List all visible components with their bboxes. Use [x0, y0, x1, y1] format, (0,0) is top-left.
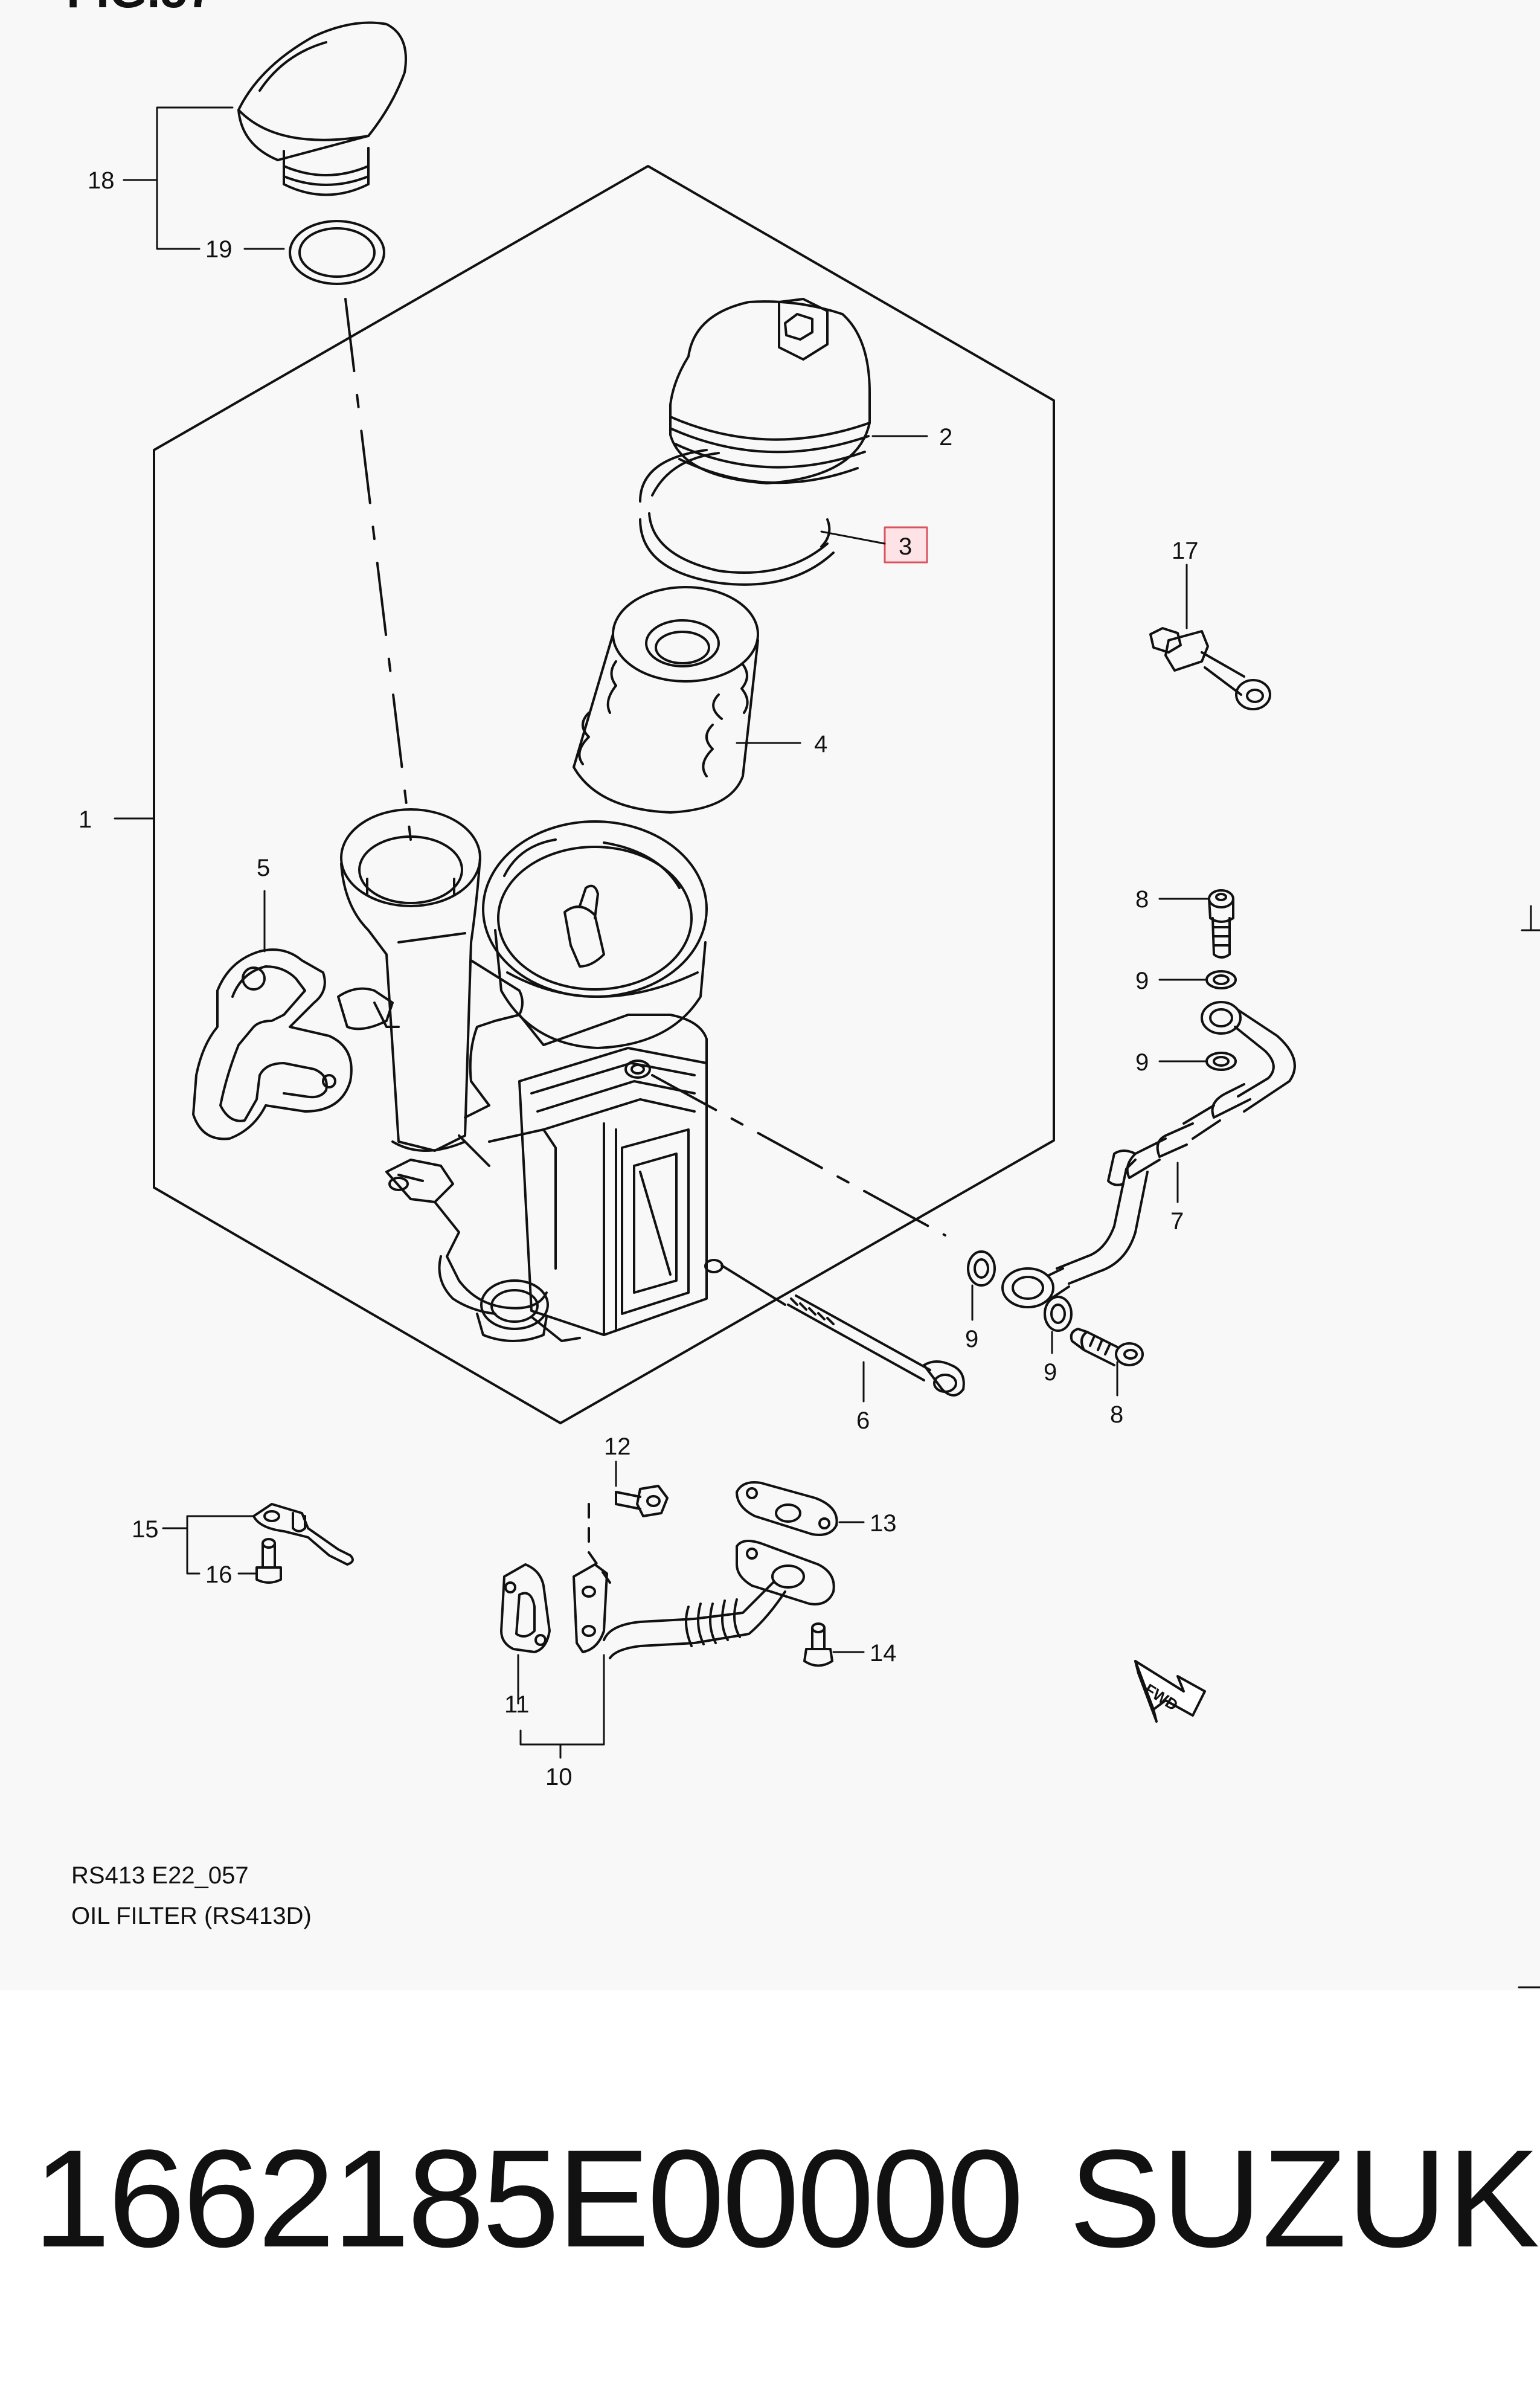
part-19-o-ring	[289, 220, 385, 285]
callout-7: 7	[1170, 1208, 1184, 1235]
part-1-housing	[337, 808, 723, 1342]
part-11-gasket	[500, 1563, 551, 1653]
callout-18: 18	[88, 167, 115, 194]
callout-9d: 9	[1044, 1359, 1057, 1386]
edge-mark-upper	[1521, 905, 1540, 931]
alignment-line-cap	[344, 298, 412, 841]
callout-16: 16	[205, 1561, 233, 1588]
alignment-line-bolt-12	[588, 1503, 611, 1584]
footer-part-number: 1662185E00000	[33, 2121, 1024, 2276]
callout-2: 2	[939, 424, 952, 451]
callout-3: 3	[899, 533, 912, 560]
part-17-union-bolt	[1149, 627, 1271, 710]
callout-11: 11	[504, 1691, 530, 1718]
callout-8a: 8	[1135, 886, 1149, 913]
caption-code: RS413 E22_057	[71, 1862, 249, 1889]
diagram-panel	[0, 0, 1540, 1990]
callout-17: 17	[1172, 538, 1199, 564]
callout-9a: 9	[1135, 968, 1149, 994]
alignment-line-bolt	[720, 1264, 786, 1306]
callout-6: 6	[856, 1407, 870, 1434]
footer-brand: SUZUKI	[1069, 2121, 1540, 2276]
part-2-filter-cap	[669, 298, 871, 484]
part-5-gasket	[192, 948, 353, 1140]
part-10-outlet-pipe	[573, 1540, 835, 1659]
part-6-bolt	[787, 1294, 965, 1397]
callout-4: 4	[814, 731, 827, 757]
callout-9c: 9	[965, 1326, 978, 1352]
alignment-line-banjo	[651, 1074, 946, 1236]
part-13-gasket	[736, 1481, 838, 1536]
callout-10: 10	[545, 1764, 573, 1790]
part-18-filler-cap	[237, 21, 407, 196]
part-15-bracket	[252, 1503, 354, 1566]
part-4-filter-element	[573, 586, 759, 814]
part-7-oil-pipe	[1001, 1001, 1296, 1308]
part-8-bolt-upper	[1208, 889, 1234, 959]
part-14-bolt	[803, 1622, 833, 1667]
callout-8b: 8	[1110, 1401, 1123, 1428]
assembly-outline	[153, 165, 1055, 1424]
part-9-washer-4	[1044, 1296, 1073, 1332]
part-3-highlight-box	[884, 526, 928, 564]
callout-1: 1	[79, 806, 92, 833]
part-3-gasket	[639, 449, 835, 586]
part-9-washer-3	[967, 1250, 996, 1287]
part-12-bolt	[615, 1485, 669, 1517]
callout-9b: 9	[1135, 1049, 1149, 1076]
callout-14: 14	[870, 1640, 897, 1667]
part-8-bolt-lower	[1070, 1328, 1144, 1366]
figure-label: FIG.57	[66, 0, 214, 18]
leader-lines	[114, 106, 1209, 1759]
caption-title: OIL FILTER (RS413D)	[71, 1903, 312, 1929]
parts-diagram: FIG.57	[66, 0, 1540, 1989]
callout-12: 12	[604, 1433, 631, 1460]
part-9-washer-2	[1205, 1052, 1237, 1071]
part-9-washer-1	[1205, 970, 1237, 989]
callout-5: 5	[257, 855, 270, 881]
callout-19: 19	[205, 236, 233, 263]
callout-labels: 18 19 1 2 3 4 5 6 7 8 8 9 9 9 9 10 11 12…	[79, 167, 1199, 1790]
callout-13: 13	[870, 1510, 897, 1537]
part-16-bolt	[255, 1538, 282, 1584]
callout-15: 15	[132, 1516, 159, 1543]
fwd-arrow-icon: FWD	[1134, 1660, 1206, 1723]
